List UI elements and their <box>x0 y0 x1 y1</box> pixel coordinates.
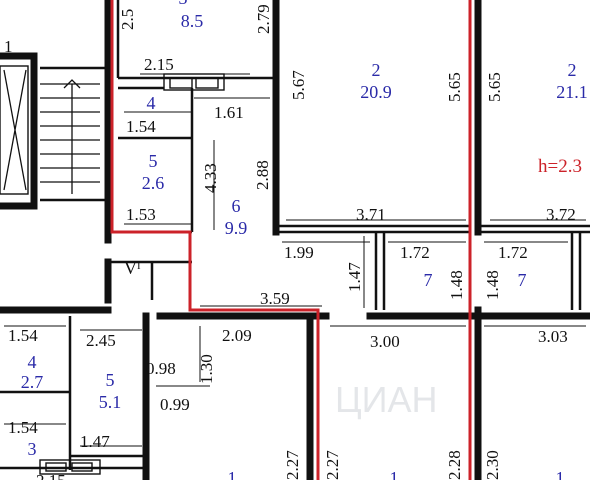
room-number-label: 4 <box>147 93 156 113</box>
room-number-label: 4 <box>28 352 37 372</box>
dimension-label: 2.88 <box>253 160 272 190</box>
ceiling-height-label: h=2.3 <box>538 156 582 177</box>
apartment-boundary <box>110 0 472 480</box>
room-number-label: 1 <box>556 468 565 480</box>
room-area-label: 20.9 <box>360 82 392 102</box>
dimension-label: 1.48 <box>483 270 502 300</box>
dimension-label: 1.54 <box>126 117 156 136</box>
wing-label: Vᴵ <box>124 258 141 278</box>
dimension-label: 3.71 <box>356 205 386 224</box>
dimension-lines <box>4 73 586 447</box>
dimension-label: 0.98 <box>146 359 176 378</box>
room-number-label: 3 <box>179 0 188 8</box>
dimension-label: 2.28 <box>445 450 464 480</box>
dimension-label: 2.79 <box>254 4 273 34</box>
room-number-label: 1 <box>390 468 399 480</box>
dimension-label: 2.27 <box>283 450 302 480</box>
room-number-label: 2 <box>372 60 381 80</box>
window-units <box>39 73 225 475</box>
room-area-label: 8.5 <box>181 11 204 31</box>
room-area-label: 2.7 <box>21 372 44 392</box>
room-number-label: 5 <box>106 370 115 390</box>
room-number-label: 1 <box>228 468 237 480</box>
dimension-label: 5.65 <box>485 72 504 102</box>
dimension-label: 1.53 <box>126 205 156 224</box>
dimension-values: 2.5 2.79 2.15 1.61 1.54 5.67 5.65 5.65 4… <box>8 4 576 480</box>
edge-number-label: 1 <box>4 37 13 56</box>
room-number-label: 6 <box>232 196 241 216</box>
dimension-label: 2.09 <box>222 326 252 345</box>
dimension-label: 2.30 <box>483 450 502 480</box>
dimension-label: 5.67 <box>289 70 308 100</box>
dimension-label: 3.00 <box>370 332 400 351</box>
stair-symbol <box>3 69 100 194</box>
dimension-label: 1.30 <box>197 354 216 384</box>
dimension-label: 3.03 <box>538 327 568 346</box>
dimension-label: 3.59 <box>260 289 290 308</box>
dimension-label: 2.15 <box>36 471 66 480</box>
dimension-label: 1.72 <box>498 243 528 262</box>
dimension-label: 2.27 <box>323 450 342 480</box>
room-area-label: 5.1 <box>99 392 122 412</box>
room-area-label: 2.6 <box>142 173 165 193</box>
room-labels: 3 8.5 2 20.9 2 21.1 4 5 2.6 6 9.9 7 7 4 … <box>21 0 588 480</box>
dimension-label: 1.99 <box>284 243 314 262</box>
room-area-label: 9.9 <box>225 218 248 238</box>
dimension-label: 0.99 <box>160 395 190 414</box>
room-number-label: 5 <box>149 151 158 171</box>
dimension-label: 1.61 <box>214 103 244 122</box>
dimension-label: 1.54 <box>8 326 38 345</box>
dimension-label: 3.72 <box>546 205 576 224</box>
dimension-label: 5.65 <box>445 72 464 102</box>
dimension-label: 1.72 <box>400 243 430 262</box>
dimension-label: 1.47 <box>80 432 110 451</box>
dimension-label: 2.45 <box>86 331 116 350</box>
dimension-label: 2.5 <box>118 9 137 30</box>
room-number-label: 3 <box>28 439 37 459</box>
room-number-label: 2 <box>568 60 577 80</box>
dimension-label: 1.48 <box>447 270 466 300</box>
room-number-label: 7 <box>424 270 433 290</box>
dimension-label: 2.15 <box>144 55 174 74</box>
dimension-label: 4.33 <box>201 163 220 193</box>
room-number-label: 7 <box>518 270 527 290</box>
watermark-text: ЦИАН <box>335 379 438 420</box>
room-area-label: 21.1 <box>556 82 588 102</box>
dimension-label: 1.54 <box>8 418 38 437</box>
dimension-label: 1.47 <box>345 262 364 292</box>
